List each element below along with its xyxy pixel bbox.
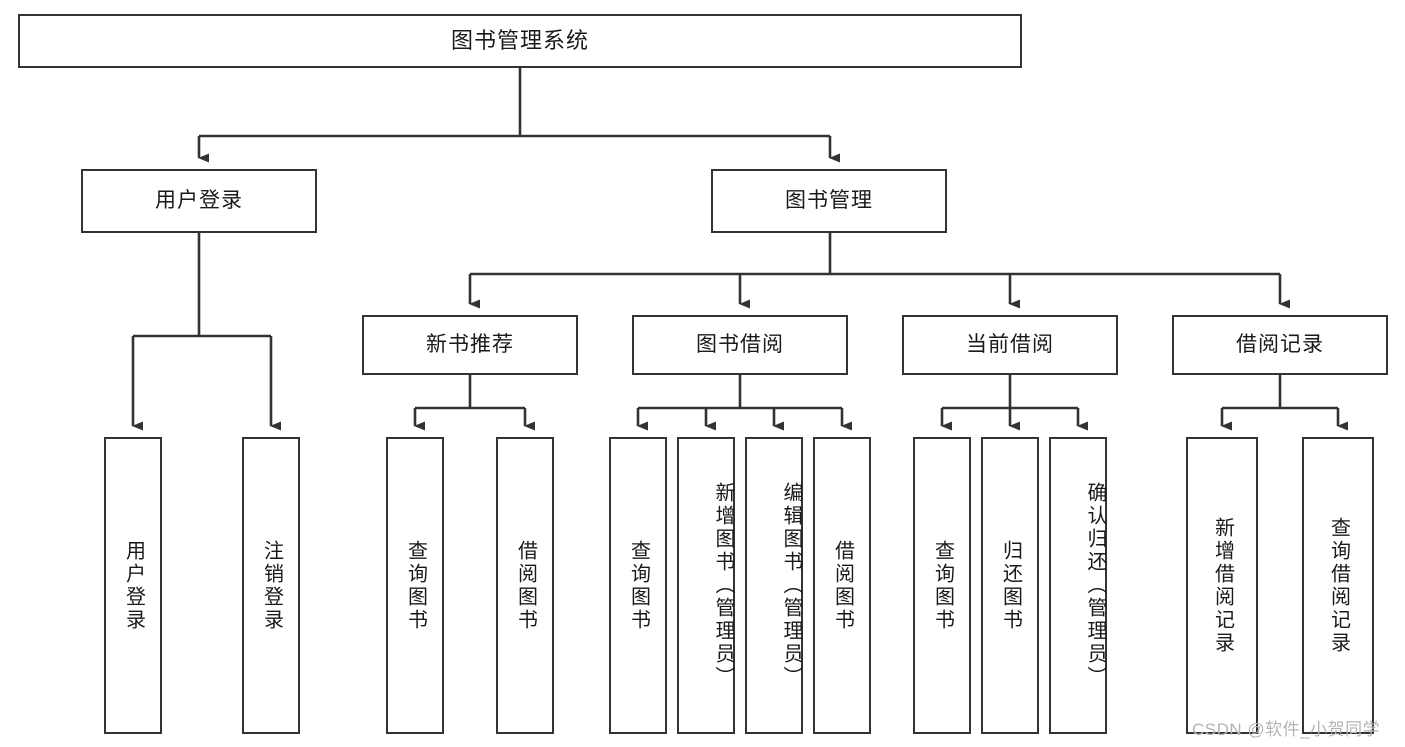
leaf-borrow-record-query-record[interactable]: 查询借阅记录 [1302, 437, 1374, 734]
csdn-watermark: CSDN @软件_小贺同学 [1192, 720, 1381, 739]
node-label: 新增图书（管理员） [712, 482, 734, 689]
node-label: 图书借阅 [696, 333, 784, 357]
node-label: 借阅图书 [831, 539, 854, 632]
node-label: 新书推荐 [426, 333, 514, 357]
leaf-book-borrow-add-book-admin[interactable]: 新增图书（管理员） [677, 437, 735, 734]
node-label: 借阅图书 [514, 539, 537, 632]
leaf-user-login-logout[interactable]: 注销登录 [242, 437, 300, 734]
node-label: 图书管理 [785, 189, 873, 213]
node-book-management[interactable]: 图书管理 [711, 169, 947, 233]
node-label: 用户登录 [122, 539, 145, 632]
node-label: 图书管理系统 [450, 27, 589, 53]
node-label: 归还图书 [999, 539, 1022, 632]
leaf-borrow-record-add-record[interactable]: 新增借阅记录 [1186, 437, 1258, 734]
node-label: 新增借阅记录 [1211, 516, 1234, 655]
leaf-book-borrow-borrow-book[interactable]: 借阅图书 [813, 437, 871, 734]
node-label: 查询图书 [931, 539, 954, 632]
node-borrow-record[interactable]: 借阅记录 [1172, 315, 1388, 375]
node-label: 注销登录 [260, 539, 283, 632]
leaf-current-borrow-confirm-return-admin[interactable]: 确认归还（管理员） [1049, 437, 1107, 734]
node-label: 借阅记录 [1236, 333, 1324, 357]
node-label: 查询图书 [627, 539, 650, 632]
leaf-book-borrow-query-book[interactable]: 查询图书 [609, 437, 667, 734]
node-label: 查询借阅记录 [1327, 516, 1350, 655]
node-label: 当前借阅 [966, 333, 1054, 357]
node-book-borrow[interactable]: 图书借阅 [632, 315, 848, 375]
node-label: 编辑图书（管理员） [780, 482, 802, 689]
node-new-book-recommend[interactable]: 新书推荐 [362, 315, 578, 375]
leaf-new-book-query-book[interactable]: 查询图书 [386, 437, 444, 734]
leaf-user-login-login[interactable]: 用户登录 [104, 437, 162, 734]
leaf-current-borrow-return-book[interactable]: 归还图书 [981, 437, 1039, 734]
node-label: 确认归还（管理员） [1084, 482, 1106, 689]
node-root-book-management-system[interactable]: 图书管理系统 [18, 14, 1022, 68]
leaf-new-book-borrow-book[interactable]: 借阅图书 [496, 437, 554, 734]
node-user-login[interactable]: 用户登录 [81, 169, 317, 233]
node-label: 用户登录 [155, 189, 243, 213]
leaf-book-borrow-edit-book-admin[interactable]: 编辑图书（管理员） [745, 437, 803, 734]
node-label: 查询图书 [404, 539, 427, 632]
leaf-current-borrow-query-book[interactable]: 查询图书 [913, 437, 971, 734]
node-current-borrow[interactable]: 当前借阅 [902, 315, 1118, 375]
